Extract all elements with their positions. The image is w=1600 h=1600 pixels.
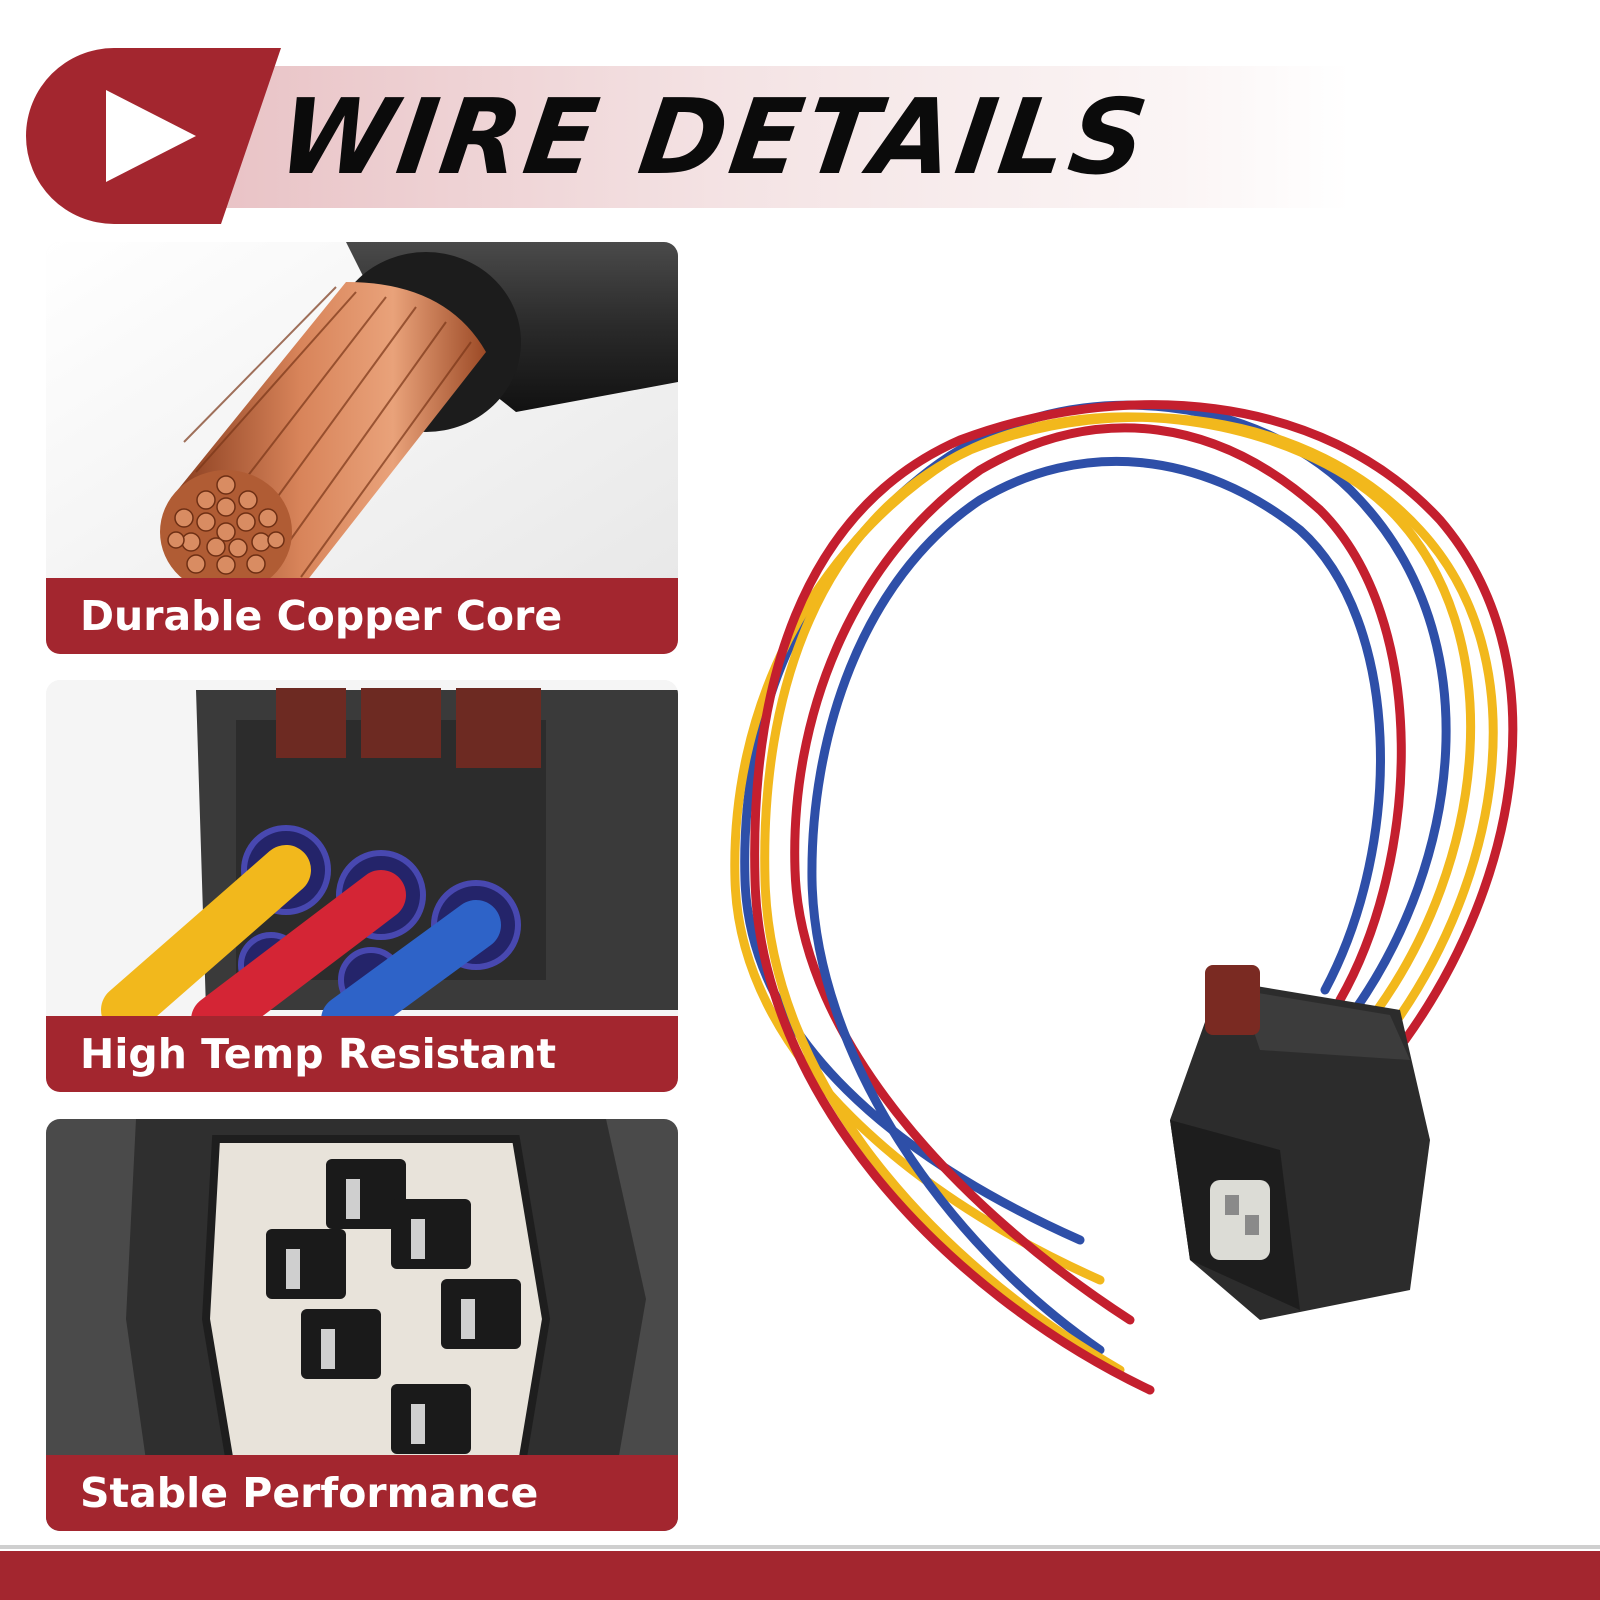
feature-label-stable-performance: Stable Performance xyxy=(80,1469,539,1517)
wire-harness-connector-photo xyxy=(730,400,1518,1395)
connector-body xyxy=(1170,965,1430,1320)
feature-label-high-temp: High Temp Resistant xyxy=(80,1030,557,1078)
feature-card-stable-performance: Stable Performance xyxy=(46,1119,678,1531)
feature-card-copper-core: Durable Copper Core xyxy=(46,242,678,654)
feature-band: High Temp Resistant xyxy=(46,1016,678,1092)
bottom-divider xyxy=(0,1545,1600,1549)
bottom-bar xyxy=(0,1551,1600,1600)
page-title: WIRE DETAILS xyxy=(271,76,1158,198)
feature-label-copper-core: Durable Copper Core xyxy=(80,592,563,640)
header-tab xyxy=(26,48,281,224)
header-band xyxy=(220,66,1350,208)
play-icon xyxy=(106,90,196,182)
copper-wire-core-photo xyxy=(46,242,678,654)
feature-band: Stable Performance xyxy=(46,1455,678,1531)
feature-card-high-temp: High Temp Resistant xyxy=(46,680,678,1092)
feature-band: Durable Copper Core xyxy=(46,578,678,654)
